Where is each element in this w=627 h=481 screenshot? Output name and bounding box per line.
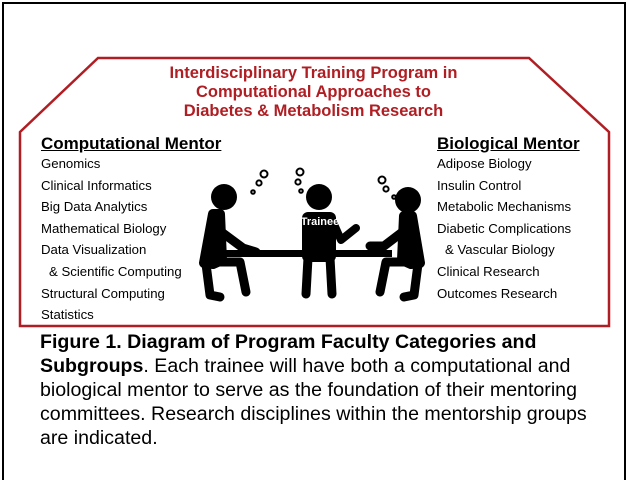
caption-title: Figure 1. Diagram of Program Faculty Cat…: [40, 331, 537, 377]
discipline-item: Insulin Control: [437, 177, 522, 193]
person-left-icon: [199, 184, 261, 302]
discipline-item: Metabolic Mechanisms: [437, 199, 572, 215]
computational-mentor-heading: Computational Mentor: [41, 134, 222, 153]
discipline-item: Clinical Research: [437, 263, 540, 279]
discipline-item: & Vascular Biology: [445, 242, 555, 258]
title-line: Interdisciplinary Training Program in: [169, 64, 458, 82]
discipline-item: Genomics: [41, 156, 101, 171]
discipline-item: Structural Computing: [41, 285, 165, 301]
table-icon: [225, 250, 392, 257]
program-title: Interdisciplinary Training Program in Co…: [100, 64, 527, 121]
discipline-item: Outcomes Research: [437, 285, 558, 301]
biological-discipline-list: Adipose Biology Insulin Control Metaboli…: [437, 153, 571, 304]
computational-discipline-list: Genomics Clinical Informatics Big Data A…: [41, 153, 182, 326]
discipline-item: Data Visualization: [41, 242, 147, 258]
discipline-item: Statistics: [41, 307, 94, 323]
discipline-item: & Scientific Computing: [49, 263, 182, 279]
title-line: Diabetes & Metabolism Research: [183, 102, 444, 120]
title-line: Computational Approaches to: [196, 83, 431, 101]
discipline-item: Diabetic Complications: [437, 220, 572, 236]
person-right-icon: [365, 187, 425, 302]
person-center-icon: [301, 184, 360, 299]
discipline-item: Clinical Informatics: [41, 177, 152, 193]
discipline-item: Big Data Analytics: [41, 199, 148, 215]
figure-caption: Figure 1. Diagram of Program Faculty Cat…: [40, 330, 615, 450]
discipline-item: Mathematical Biology: [41, 220, 167, 236]
thought-bubbles-icon: [250, 167, 397, 200]
discipline-item: Adipose Biology: [437, 156, 532, 171]
biological-mentor-heading: Biological Mentor: [437, 134, 580, 153]
trainee-label: Trainee: [301, 216, 340, 228]
caption-text: . Each trainee will have both a computat…: [40, 355, 587, 449]
